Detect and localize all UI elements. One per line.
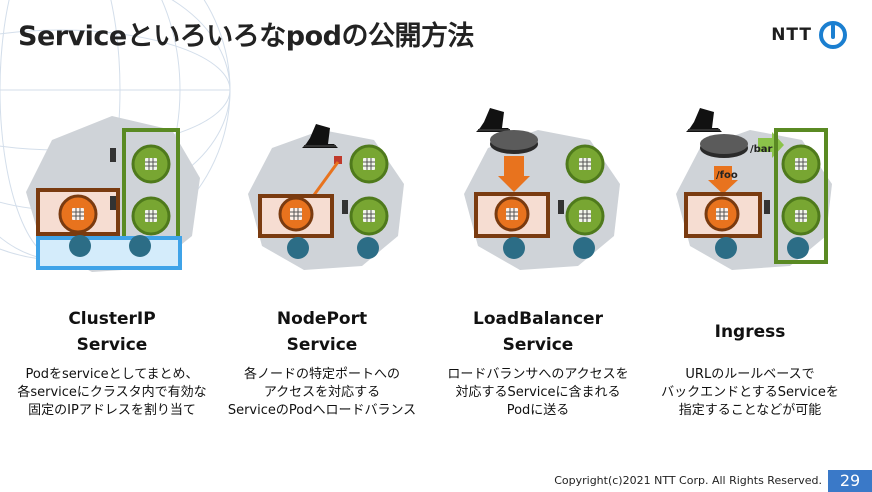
service-description: Podをserviceとしてまとめ、 各serviceにクラスタ内で有効な 固定…	[0, 366, 232, 420]
service-name: LoadBalancer Service	[438, 306, 638, 358]
desc-line2: アクセスを対応する	[263, 385, 381, 400]
desc-line1: 各ノードの特定ポートへの	[243, 367, 400, 382]
service-name-line1: LoadBalancer	[473, 309, 603, 329]
ingress-diagram: /bar /foo	[676, 107, 832, 270]
service-description: ロードバランサへのアクセスを 対応するServiceに含まれる Podに送る	[418, 366, 658, 420]
clusterip-diagram	[26, 116, 200, 272]
logo-text: NTT	[771, 25, 812, 45]
ntt-logo: NTT	[771, 20, 848, 50]
copyright-footer: Copyright(c)2021 NTT Corp. All Rights Re…	[554, 474, 822, 487]
service-description: URLのルールベースで バックエンドとするServiceを 指定することなどが可…	[630, 366, 870, 420]
desc-line3: Podに送る	[506, 403, 570, 418]
desc-line2: バックエンドとするServiceを	[661, 385, 839, 400]
route-label-foo: /foo	[716, 170, 738, 181]
desc-line2: 対応するServiceに含まれる	[455, 385, 621, 400]
nodeport-diagram	[248, 123, 404, 270]
ntt-logo-icon	[819, 21, 847, 49]
service-name: ClusterIP Service	[12, 306, 212, 358]
service-name-line1: NodePort	[276, 309, 368, 329]
service-name: Ingress	[650, 319, 850, 345]
desc-line3: ServiceのPodへロードバランス	[227, 403, 417, 418]
route-label-bar: /bar	[750, 144, 773, 155]
service-name-line2: Service	[286, 335, 358, 355]
desc-line2: 各serviceにクラスタ内で有効な	[17, 385, 207, 400]
service-description: 各ノードの特定ポートへの アクセスを対応する ServiceのPodへロードバラ…	[202, 366, 442, 420]
page-number-badge: 29	[828, 470, 872, 492]
service-name-line2: Service	[502, 335, 574, 355]
desc-line3: 固定のIPアドレスを割り当て	[28, 403, 196, 418]
service-name-line1: Ingress	[714, 322, 786, 342]
desc-line3: 指定することなどが可能	[678, 403, 822, 418]
desc-line1: URLのルールベースで	[685, 367, 815, 382]
service-name-line1: ClusterIP	[68, 309, 156, 329]
page-title: Serviceといろいろなpodの公開方法	[18, 21, 474, 52]
desc-line1: Podをserviceとしてまとめ、	[25, 367, 199, 382]
loadbalancer-diagram	[464, 107, 620, 270]
service-name: NodePort Service	[222, 306, 422, 358]
desc-line1: ロードバランサへのアクセスを	[447, 367, 629, 382]
service-name-line2: Service	[76, 335, 148, 355]
